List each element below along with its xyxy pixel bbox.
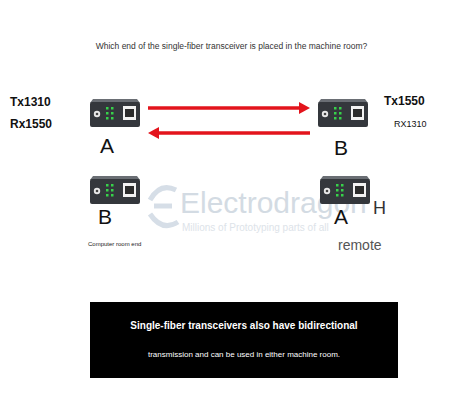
status-led	[341, 184, 344, 187]
status-led	[106, 189, 109, 192]
status-led	[111, 107, 114, 110]
status-led	[111, 117, 114, 120]
rj45-port	[123, 106, 136, 120]
status-led	[111, 184, 114, 187]
status-led	[106, 107, 109, 110]
transceiver-illustration	[320, 172, 370, 205]
rj45-port	[123, 183, 136, 197]
device-body	[90, 102, 140, 127]
fiber-port	[94, 188, 100, 194]
fiber-core	[96, 113, 99, 116]
end-letter: A	[100, 135, 114, 156]
transceiver-node: B	[318, 95, 368, 128]
port-label: Rx1550	[10, 118, 52, 132]
watermark-text: Millions of Prototyping parts of all	[182, 222, 329, 234]
status-led	[339, 112, 342, 115]
note-text: transmission and can be used in either m…	[148, 350, 340, 360]
rj45-port	[351, 106, 364, 120]
port-label: H	[373, 198, 386, 219]
rj45-socket	[125, 109, 134, 117]
status-led	[341, 194, 344, 197]
rj45-port	[353, 183, 366, 197]
status-led	[339, 117, 342, 120]
signal-arrow	[148, 127, 310, 139]
status-led	[106, 112, 109, 115]
logo-bar	[154, 204, 172, 209]
diagram-title: Which end of the single-fiber transceive…	[96, 42, 368, 52]
fiber-port	[94, 111, 100, 117]
logo-arc	[150, 188, 176, 200]
fiber-core	[324, 113, 327, 116]
transceiver-node: B	[90, 172, 140, 205]
transceiver-node: A	[320, 172, 370, 205]
fiber-port	[324, 188, 330, 194]
status-led	[111, 194, 114, 197]
transceiver-node: A	[90, 95, 140, 128]
arrow-shaft	[148, 106, 299, 110]
end-letter: A	[334, 206, 348, 227]
port-label: Tx1550	[384, 95, 425, 109]
signal-arrow	[148, 102, 310, 114]
port-label: Computer room end	[88, 241, 141, 248]
fiber-port	[322, 111, 328, 117]
port-label: RX1310	[394, 119, 427, 129]
port-label: Tx1310	[10, 96, 51, 110]
status-led	[334, 112, 337, 115]
status-led	[106, 194, 109, 197]
status-led	[336, 189, 339, 192]
status-led	[111, 189, 114, 192]
status-led	[106, 117, 109, 120]
transceiver-illustration	[90, 95, 140, 128]
fiber-core	[96, 190, 99, 193]
logo-arc	[150, 214, 178, 226]
status-led	[334, 117, 337, 120]
port-label: remote	[338, 237, 382, 253]
arrow-head	[148, 127, 159, 139]
status-led	[336, 194, 339, 197]
device-body	[318, 102, 368, 127]
rj45-socket	[355, 186, 364, 194]
arrow-shaft	[159, 131, 310, 135]
status-led	[106, 184, 109, 187]
device-body	[90, 179, 140, 204]
fiber-core	[326, 190, 329, 193]
status-led	[336, 184, 339, 187]
status-led	[341, 189, 344, 192]
end-letter: B	[334, 137, 348, 158]
watermark-logo	[150, 188, 178, 226]
transceiver-illustration	[90, 172, 140, 205]
status-led	[111, 112, 114, 115]
note-text: Single-fiber transceivers also have bidi…	[130, 320, 357, 332]
device-body	[320, 179, 370, 204]
rj45-socket	[125, 186, 134, 194]
status-led	[339, 107, 342, 110]
transceiver-illustration	[318, 95, 368, 128]
end-letter: B	[98, 206, 112, 227]
status-led	[334, 107, 337, 110]
arrow-head	[299, 102, 310, 114]
rj45-socket	[353, 109, 362, 117]
note-box: Single-fiber transceivers also have bidi…	[90, 302, 398, 378]
